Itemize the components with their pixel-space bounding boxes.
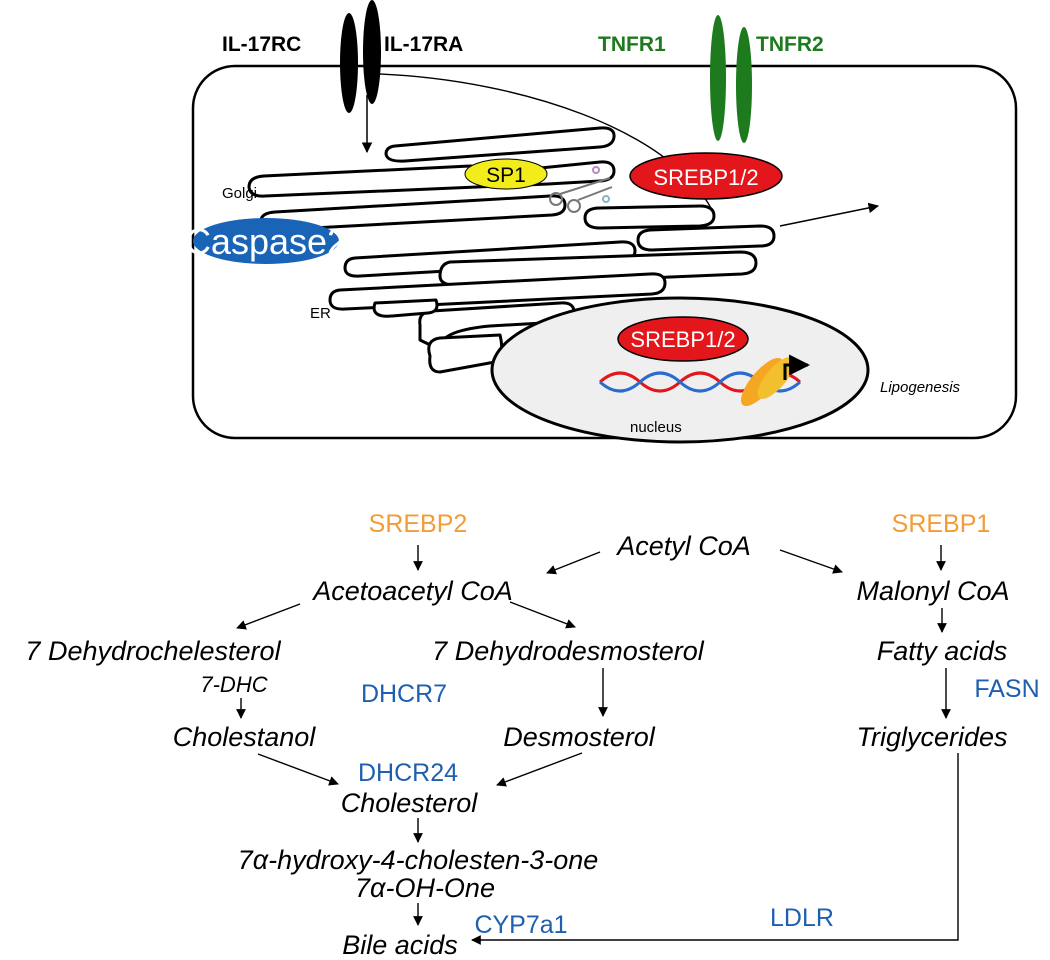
cholesterol: Cholesterol	[341, 788, 479, 818]
fatty-acids: Fatty acids	[877, 636, 1008, 666]
er-label: ER	[310, 305, 331, 322]
dhcr7-enzyme: DHCR7	[361, 680, 447, 708]
transcription-complex	[740, 354, 811, 407]
dhcr24-enzyme: DHCR24	[358, 759, 458, 787]
tnfr1-receptor	[710, 15, 726, 141]
srebp-nuclear-label: SREBP1/2	[630, 327, 735, 352]
cyp7a1-enzyme: CYP7a1	[474, 911, 567, 939]
arrow-triglycerides-bile	[471, 753, 959, 945]
arrow-cholestanol-cholesterol	[257, 753, 339, 786]
srebp-cytoplasmic-oval	[629, 152, 783, 200]
sp1-label: SP1	[486, 164, 526, 187]
golgi-label: Golgi	[222, 185, 257, 202]
il17rc-label: IL-17RC	[222, 33, 301, 56]
caspase2-oval	[193, 218, 339, 264]
nucleus-label: nucleus	[630, 419, 682, 436]
sp1-oval	[464, 158, 548, 190]
srebp-translocation-arrow	[779, 202, 880, 227]
caspase2-label: Caspase2	[185, 221, 347, 262]
pathway-arrows	[236, 545, 959, 945]
srebp1-label: SREBP1	[892, 510, 991, 538]
il17ra-receptor	[363, 0, 381, 104]
lipogenesis-label: Lipogenesis	[880, 379, 961, 396]
acetoacetyl-coa: Acetoacetyl CoA	[311, 576, 513, 606]
golgi-er-membranes	[247, 126, 776, 374]
arrow-acetoacetyl-dhc	[236, 603, 301, 630]
dhc-abbrev: 7-DHC	[200, 672, 267, 697]
bile-acids: Bile acids	[342, 930, 458, 960]
il17rc-receptor	[340, 13, 358, 113]
scissors-icon	[549, 166, 613, 213]
arrow-acetyl-acetoacetyl	[546, 551, 601, 575]
il17ra-label: IL-17RA	[384, 33, 463, 56]
malonyl-coa: Malonyl CoA	[856, 576, 1009, 606]
nucleus	[490, 296, 870, 444]
tnfr2-label: TNFR2	[756, 33, 824, 56]
desmosterol: Desmosterol	[503, 722, 656, 752]
arrow-desmosterol-cholesterol	[496, 752, 583, 787]
cholestanol: Cholestanol	[173, 722, 317, 752]
cell: IL-17RC IL-17RA TNFR1 TNFR2	[185, 0, 1018, 444]
triglycerides: Triglycerides	[856, 722, 1007, 752]
hydroxy-cholestenone: 7α-hydroxy-4-cholesten-3-one	[238, 845, 599, 875]
tnfr1-label: TNFR1	[598, 33, 666, 56]
oh-one: 7α-OH-One	[355, 873, 495, 903]
arrow-acetyl-malonyl	[779, 549, 843, 574]
tnfr2-receptor	[736, 27, 752, 143]
srebp2-label: SREBP2	[369, 510, 468, 538]
ldlr-enzyme: LDLR	[770, 904, 834, 932]
dehydrodesmosterol: 7 Dehydrodesmosterol	[432, 636, 705, 666]
arrow-acetoacetyl-dhd	[509, 601, 576, 629]
fasn-enzyme: FASN	[974, 675, 1039, 703]
dehydrocholesterol: 7 Dehydrochelesterol	[25, 636, 281, 666]
srebp-cytoplasmic-label: SREBP1/2	[653, 165, 758, 190]
acetyl-coa: Acetyl CoA	[615, 531, 751, 561]
srebp-nuclear-oval	[617, 316, 749, 362]
lipid-pathway: SREBP2 SREBP1 Acetyl CoA Acetoacetyl CoA…	[25, 510, 1039, 960]
